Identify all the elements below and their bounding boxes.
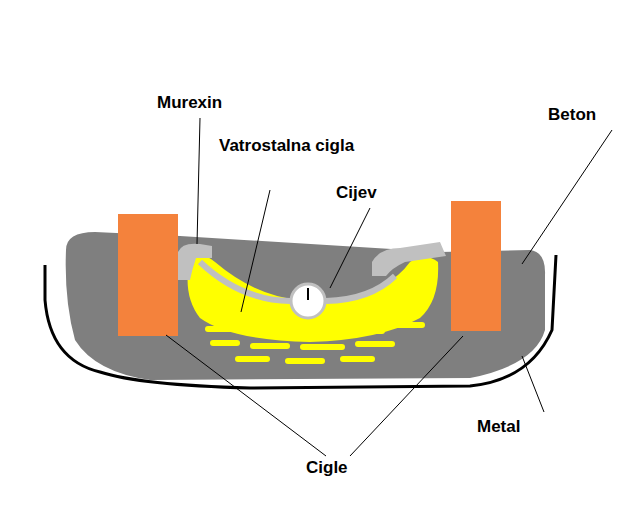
part-label: Metal (477, 414, 562, 440)
part-label: Murexin (157, 90, 277, 116)
leader-lines (166, 118, 612, 456)
leader-line (197, 118, 200, 244)
leader-line (350, 336, 463, 456)
leader-line (166, 335, 326, 456)
brick (118, 214, 178, 336)
leader-line (522, 356, 544, 412)
part-label: Beton (548, 102, 633, 128)
refractory-brick-layer (188, 255, 439, 342)
brick (451, 201, 501, 331)
refractory-brick-rows (205, 322, 425, 364)
leader-line (330, 208, 370, 288)
part-label: Vatrostalna cigla (219, 133, 359, 159)
part-label: Cijev (336, 180, 416, 206)
leader-line (522, 130, 612, 264)
pipe-mark (307, 288, 309, 300)
pipe (291, 284, 325, 318)
leader-line (241, 190, 270, 312)
metal-shell (45, 255, 556, 388)
part-label: Cigle (306, 455, 386, 481)
